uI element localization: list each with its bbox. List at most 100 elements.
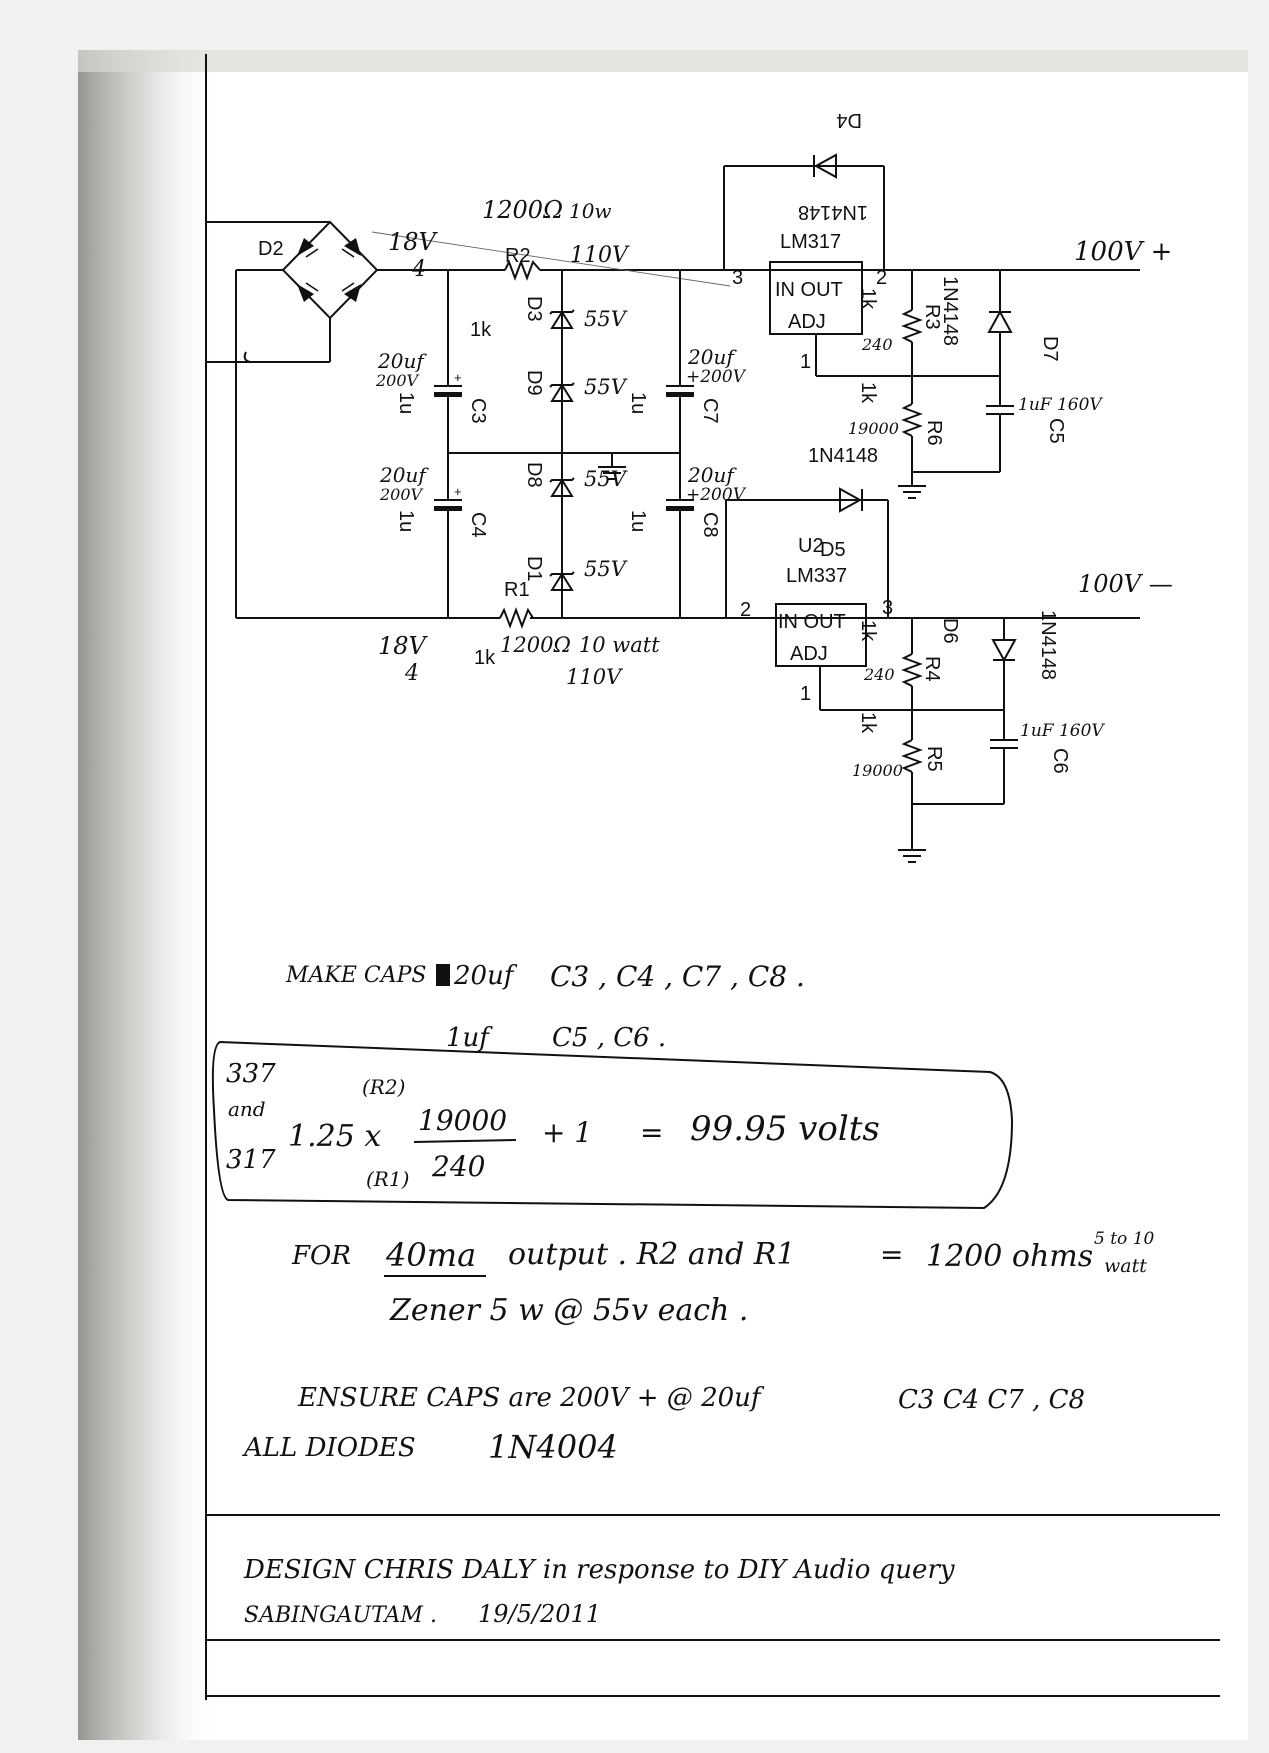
resistor-r3: 1k 240 R3 1N4148 bbox=[857, 270, 961, 376]
svg-text:1k: 1k bbox=[857, 712, 879, 734]
diode-d7: D7 bbox=[987, 270, 1061, 376]
cap-c5: 1uF 160V C5 bbox=[986, 376, 1103, 472]
transformer-bottom-note: 18V 4 bbox=[378, 632, 429, 686]
svg-text:+ 1: + 1 bbox=[542, 1116, 592, 1149]
svg-text:1k: 1k bbox=[857, 382, 879, 404]
svg-text:1k: 1k bbox=[857, 620, 879, 642]
svg-text:Zener 5 w @ 55v each .: Zener 5 w @ 55v each . bbox=[389, 1293, 748, 1328]
regulator-u1: IN OUT ADJ LM317 3 2 1 bbox=[732, 231, 1000, 377]
diode-d6: 1N4148 bbox=[991, 610, 1059, 710]
svg-text:R3: R3 bbox=[921, 304, 943, 330]
svg-text:+: + bbox=[454, 370, 462, 385]
svg-text:C3 C4 C7 , C8: C3 C4 C7 , C8 bbox=[898, 1385, 1085, 1415]
r1-value: 1k bbox=[474, 647, 496, 669]
svg-text:SABINGAUTAM .: SABINGAUTAM . bbox=[244, 1603, 437, 1628]
svg-text:C5 , C6 .: C5 , C6 . bbox=[552, 1023, 666, 1053]
bridge-wiring bbox=[206, 221, 1140, 619]
svg-text:watt: watt bbox=[1104, 1255, 1147, 1277]
cap-rail-left: + + bbox=[434, 270, 680, 618]
svg-text:1N4148: 1N4148 bbox=[1037, 610, 1059, 680]
svg-text:ENSURE CAPS are 200V + @ 20uf: ENSURE CAPS are 200V + @ 20uf bbox=[297, 1383, 765, 1413]
r2-voltage: 110V bbox=[570, 243, 630, 268]
svg-text:U2: U2 bbox=[798, 535, 824, 557]
svg-text:1u: 1u bbox=[627, 510, 649, 532]
svg-text:240: 240 bbox=[861, 335, 893, 354]
svg-text:C5: C5 bbox=[1045, 418, 1067, 444]
paper-sheet bbox=[78, 50, 1248, 1740]
svg-text:D4: D4 bbox=[836, 109, 862, 131]
svg-text:R6: R6 bbox=[923, 420, 945, 446]
r1-label: R1 bbox=[504, 579, 530, 601]
ensure-note: ENSURE CAPS are 200V + @ 20uf C3 C4 C7 ,… bbox=[242, 1383, 1085, 1466]
svg-text:1N4148: 1N4148 bbox=[939, 276, 961, 346]
cap-rail-right bbox=[666, 270, 694, 618]
svg-text:D8: D8 bbox=[523, 462, 545, 488]
svg-text:C3: C3 bbox=[467, 398, 489, 424]
svg-text:3: 3 bbox=[732, 267, 743, 289]
svg-text:1uF 160V: 1uF 160V bbox=[1020, 721, 1105, 741]
c7-labels: 1u 20uf +200V C7 bbox=[627, 345, 747, 424]
svg-text:+200V: +200V bbox=[686, 367, 747, 387]
svg-text:D1: D1 bbox=[523, 556, 545, 582]
resistor-r5: 1k 19000 R5 bbox=[852, 710, 1004, 805]
svg-text:1.25 x: 1.25 x bbox=[288, 1119, 381, 1154]
svg-text:+: + bbox=[454, 484, 462, 499]
svg-text:LM317: LM317 bbox=[780, 231, 841, 253]
svg-text:1uF 160V: 1uF 160V bbox=[1018, 395, 1103, 415]
svg-text:20uf: 20uf bbox=[377, 349, 427, 373]
svg-text:40ma: 40ma bbox=[385, 1236, 476, 1274]
svg-text:+200V: +200V bbox=[686, 485, 747, 505]
svg-text:20uf: 20uf bbox=[379, 463, 429, 487]
svg-text:D3: D3 bbox=[523, 296, 545, 322]
r1-voltage: 110V bbox=[566, 665, 623, 689]
svg-text:200V: 200V bbox=[379, 485, 424, 504]
c8-labels: 1u 20uf +200V C8 bbox=[627, 463, 747, 538]
svg-text:4: 4 bbox=[411, 257, 426, 282]
diode-d4: D4 1N4148 bbox=[723, 109, 885, 270]
svg-text:2: 2 bbox=[876, 267, 887, 289]
scan-top-edge bbox=[78, 50, 1248, 72]
svg-text:DESIGN CHRIS DALY in response: DESIGN CHRIS DALY in response to DIY Aud… bbox=[243, 1555, 955, 1585]
zener-labels: D3 55V D9 55V D8 55V D1 55V bbox=[523, 296, 628, 582]
svg-text:1200 ohms: 1200 ohms bbox=[926, 1239, 1093, 1274]
svg-text:1u: 1u bbox=[627, 392, 649, 414]
c4-labels: 20uf 200V 1u C4 bbox=[379, 463, 489, 538]
svg-text:ADJ: ADJ bbox=[788, 311, 826, 333]
svg-text:C3 , C4 , C7 , C8 .: C3 , C4 , C7 , C8 . bbox=[550, 960, 805, 993]
d2-label: D2 bbox=[258, 238, 284, 260]
svg-text:R5: R5 bbox=[923, 746, 945, 772]
svg-text:4: 4 bbox=[404, 661, 419, 686]
svg-text:1u: 1u bbox=[395, 510, 417, 532]
svg-text:D5: D5 bbox=[820, 539, 846, 561]
scan-shadow bbox=[78, 50, 218, 1740]
resistor-r4: 1k 240 R4 D6 bbox=[857, 618, 961, 710]
svg-text:20uf: 20uf bbox=[687, 345, 737, 369]
svg-text:55V: 55V bbox=[584, 467, 628, 491]
svg-text:C6: C6 bbox=[1049, 748, 1071, 774]
svg-text:1N4148: 1N4148 bbox=[798, 201, 868, 223]
output-positive: 100V + bbox=[1074, 237, 1172, 267]
svg-text:200V: 200V bbox=[375, 371, 420, 390]
caps-note: MAKE CAPS 20uf C3 , C4 , C7 , C8 . 1uf C… bbox=[285, 960, 805, 1053]
credit-block: DESIGN CHRIS DALY in response to DIY Aud… bbox=[243, 1555, 955, 1628]
svg-text:19000: 19000 bbox=[418, 1104, 507, 1137]
svg-text:output . R2 and R1: output . R2 and R1 bbox=[508, 1237, 795, 1272]
cap-c6: 1uF 160V C6 bbox=[990, 710, 1105, 804]
r2-value: 1k bbox=[470, 319, 492, 341]
svg-text:MAKE CAPS: MAKE CAPS bbox=[285, 963, 427, 988]
svg-text:20uf: 20uf bbox=[687, 463, 737, 487]
svg-text:(R1): (R1) bbox=[366, 1167, 409, 1191]
svg-text:1k: 1k bbox=[857, 288, 879, 310]
svg-text:19000: 19000 bbox=[852, 761, 903, 780]
svg-text:55V: 55V bbox=[584, 557, 628, 581]
svg-text:C7: C7 bbox=[699, 398, 721, 424]
svg-text:55V: 55V bbox=[584, 375, 628, 399]
svg-text:337: 337 bbox=[226, 1059, 276, 1089]
svg-text:19/5/2011: 19/5/2011 bbox=[478, 1600, 601, 1628]
diode-d5: D5 bbox=[725, 487, 889, 618]
svg-text:1: 1 bbox=[800, 683, 811, 705]
